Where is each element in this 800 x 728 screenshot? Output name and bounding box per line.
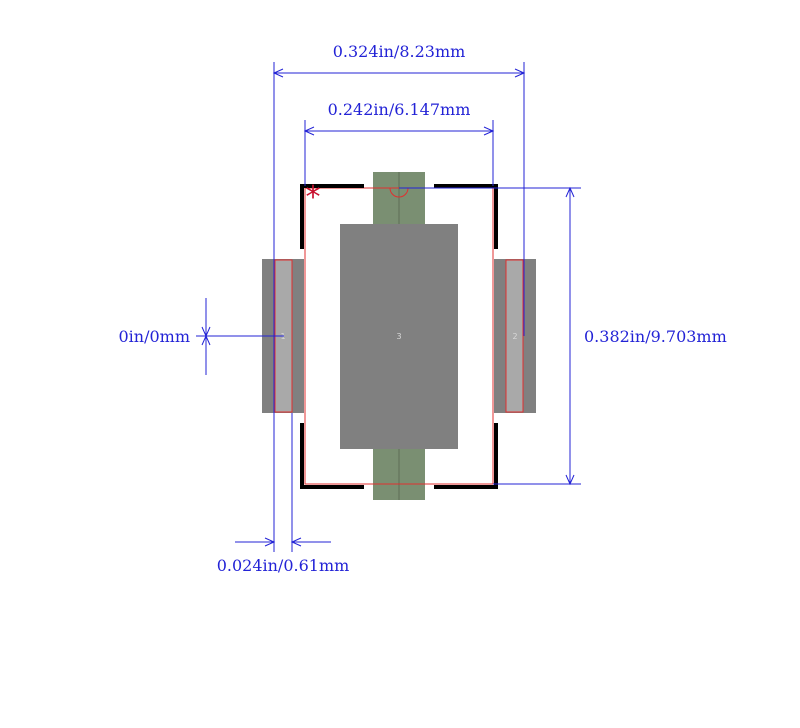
pin1-indicator: *: [306, 180, 321, 215]
silkscreen-outline: [300, 184, 498, 489]
arrow-height-top: [565, 186, 575, 198]
overall-width-label: 0.324in/8.23mm: [333, 42, 466, 61]
arrow-overall-left: [272, 68, 284, 78]
pin-label-3: 3: [396, 332, 401, 341]
right-pad-2-inner: [505, 259, 524, 413]
center-pad-3: [340, 224, 458, 449]
arrow-padwidth-left: [264, 537, 276, 547]
arrow-body-right: [483, 126, 495, 136]
arrow-origin-bottom: [201, 334, 211, 346]
pad-width-label: 0.024in/0.61mm: [217, 556, 350, 575]
arrow-padwidth-right: [290, 537, 302, 547]
arrow-height-bottom: [565, 474, 575, 486]
arrow-overall-right: [514, 68, 526, 78]
height-label: 0.382in/9.703mm: [584, 327, 727, 346]
arrow-body-left: [303, 126, 315, 136]
pin1-notch: [389, 187, 409, 198]
body-width-label: 0.242in/6.147mm: [328, 100, 471, 119]
pin-label-2: 2: [512, 332, 517, 341]
origin-offset-label: 0in/0mm: [118, 327, 190, 346]
